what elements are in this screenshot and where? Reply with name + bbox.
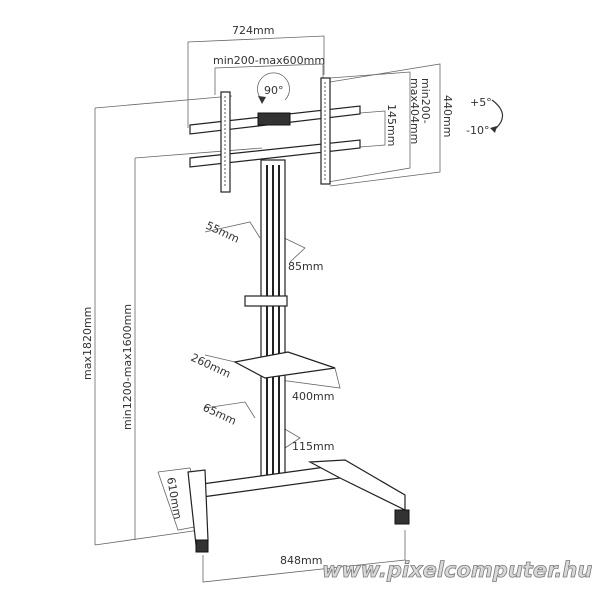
base-width-label: 848mm (280, 554, 322, 567)
tilt-up-label: +5° (470, 96, 492, 109)
column-depth-bottom-label: 65mm (201, 401, 239, 428)
dimension-lines (94, 35, 441, 583)
column-width-bottom-label: 115mm (292, 440, 334, 453)
shelf-depth-label: 260mm (189, 351, 233, 381)
av-shelf (233, 351, 336, 379)
bar-spacing-label: 145mm (385, 104, 398, 146)
watermark: www.pixelcomputer.hu (322, 558, 592, 582)
stand-base (187, 459, 410, 553)
column-depth-top-label: 55mm (204, 219, 242, 246)
mount-height-range-label: min1200-max1600mm (121, 304, 134, 430)
stand-column (244, 159, 288, 486)
wall-mount-bracket (189, 77, 361, 193)
vesa-vertical-label-line1: min200- (419, 78, 432, 124)
caster-wheel-left (195, 539, 209, 553)
mount-height-label: 440mm (441, 95, 454, 137)
tilt-arrow-icon (490, 99, 504, 133)
column-width-top-label: 85mm (288, 260, 323, 273)
shelf-width-label: 400mm (292, 390, 334, 403)
vesa-vertical-label-line2: max404mm (408, 78, 421, 144)
rotation-arrow-icon (257, 72, 290, 104)
tilt-down-label: -10° (466, 124, 489, 137)
max-height-label: max1820mm (81, 307, 94, 380)
mount-width-label: 724mm (232, 24, 274, 37)
rotation-label: 90° (264, 84, 284, 97)
caster-wheel-right (394, 509, 410, 525)
vesa-horizontal-label: min200-max600mm (213, 54, 325, 67)
